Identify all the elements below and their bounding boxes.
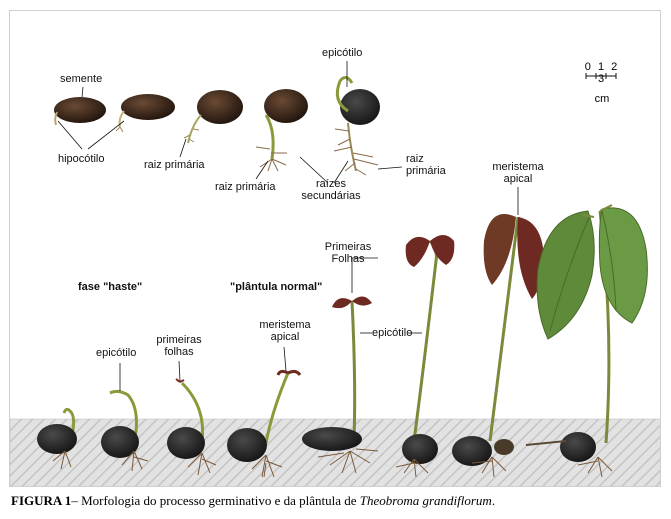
- label-meristema-apical-1: meristema apical: [256, 319, 314, 343]
- figure-caption: FIGURA 1– Morfologia do processo germina…: [11, 493, 495, 509]
- seed-2: [115, 94, 175, 133]
- label-meristema1-line2: apical: [270, 331, 300, 343]
- plant-1: [37, 407, 77, 470]
- label-fase-haste: fase "haste": [78, 281, 143, 293]
- label-raizes-secundarias: raízes secundárias: [298, 178, 364, 202]
- plant-3: [167, 378, 217, 476]
- seed-4: [255, 89, 308, 172]
- label-raiz-primaria-3: raiz primária: [406, 153, 446, 177]
- leader-lines-bottom: [119, 187, 519, 391]
- label-meristema1-line1: meristema: [259, 319, 311, 331]
- label-raizes-line2: secundárias: [301, 190, 361, 202]
- label-primeiras-folhas: primeiras folhas: [150, 334, 208, 358]
- label-primeiras-folhas-cap: Primeiras Folhas: [318, 241, 378, 265]
- plant-8: [525, 204, 648, 478]
- scale-legend: 0 1 2 3 cm: [582, 61, 622, 105]
- label-meristema2-line1: meristema: [492, 161, 544, 173]
- label-hipocotilo: hipocótilo: [58, 153, 105, 165]
- figure-panel: semente hipocótilo raiz primária raiz pr…: [9, 10, 661, 487]
- plant-2: [101, 389, 149, 472]
- label-plantula-normal: "plântula normal": [230, 281, 323, 293]
- caption-text: – Morfologia do processo germinativo e d…: [71, 493, 360, 508]
- label-raiz-line1: raiz: [406, 153, 424, 165]
- leader-lines-top: [57, 61, 403, 184]
- label-primeiras-cap-line2: Folhas: [331, 253, 365, 265]
- label-epicotilo-bottom: epicótilo: [96, 347, 137, 359]
- label-meristema2-line2: apical: [503, 173, 533, 185]
- germination-illustration: [10, 61, 660, 486]
- scale-numbers: 0 1 2 3: [584, 61, 620, 85]
- label-raiz-primaria-1: raiz primária: [144, 159, 205, 171]
- label-primeiras-line1: primeiras: [156, 334, 202, 346]
- label-raizes-line1: raízes: [316, 178, 346, 190]
- label-semente: semente: [60, 73, 103, 85]
- label-meristema-apical-2: meristema apical: [486, 161, 550, 185]
- plant-6: [395, 235, 455, 478]
- label-primeiras-cap-line1: Primeiras: [324, 241, 372, 253]
- seed-1: [54, 97, 106, 126]
- label-epicotilo-top: epicótilo: [322, 47, 363, 59]
- caption-suffix: .: [491, 493, 496, 508]
- label-primeiras-line2: folhas: [164, 346, 194, 358]
- label-epicotilo-mid: epicótilo: [372, 327, 413, 339]
- plant-4: [227, 369, 302, 478]
- scale-bar: [585, 73, 617, 79]
- caption-species: Theobroma grandiflorum: [359, 493, 492, 508]
- seed-3: [183, 90, 243, 144]
- scale-unit: cm: [594, 93, 610, 105]
- label-raiz-primaria-2: raiz primária: [215, 181, 276, 193]
- seed-5: [333, 76, 380, 176]
- plant-5: [302, 296, 379, 474]
- label-raiz-line2: primária: [406, 165, 446, 177]
- caption-prefix: FIGURA 1: [11, 493, 72, 508]
